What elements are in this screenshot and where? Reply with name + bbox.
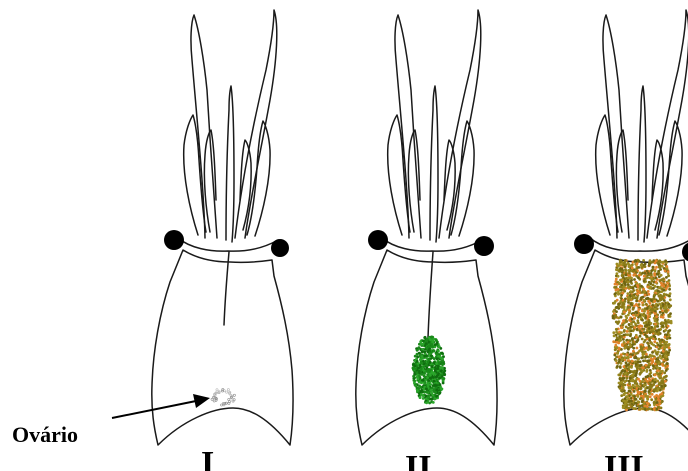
eye-left-icon [574, 234, 594, 254]
squid-stage-1 [152, 10, 293, 445]
arm-left-outer [388, 115, 410, 235]
mantle [152, 250, 293, 445]
squid-stage-2 [356, 10, 497, 445]
eye-right-icon [271, 239, 289, 257]
head [382, 238, 482, 251]
eye-left-icon [368, 230, 388, 250]
arm-right-inner [444, 140, 455, 230]
eye-right-icon [682, 242, 688, 262]
tentacle-right [439, 10, 481, 238]
arm-left-outer [184, 115, 206, 235]
arm-right-inner [240, 140, 251, 230]
tentacle-right [647, 10, 688, 238]
callout-label: Ovário [12, 422, 78, 447]
central-arm [226, 86, 234, 242]
head [590, 238, 688, 251]
tentacle-right [235, 10, 277, 238]
arm-right-inner [652, 140, 663, 230]
head [178, 238, 278, 251]
central-arm [638, 86, 646, 242]
stage-label-3: III [604, 449, 644, 471]
stage-label-2: II [405, 449, 431, 471]
stage-label-1: I [201, 445, 214, 471]
arm-left-outer [596, 115, 618, 235]
central-arm [430, 86, 438, 242]
squid-stage-3 [564, 10, 688, 445]
eye-left-icon [164, 230, 184, 250]
eye-right-icon [474, 236, 494, 256]
